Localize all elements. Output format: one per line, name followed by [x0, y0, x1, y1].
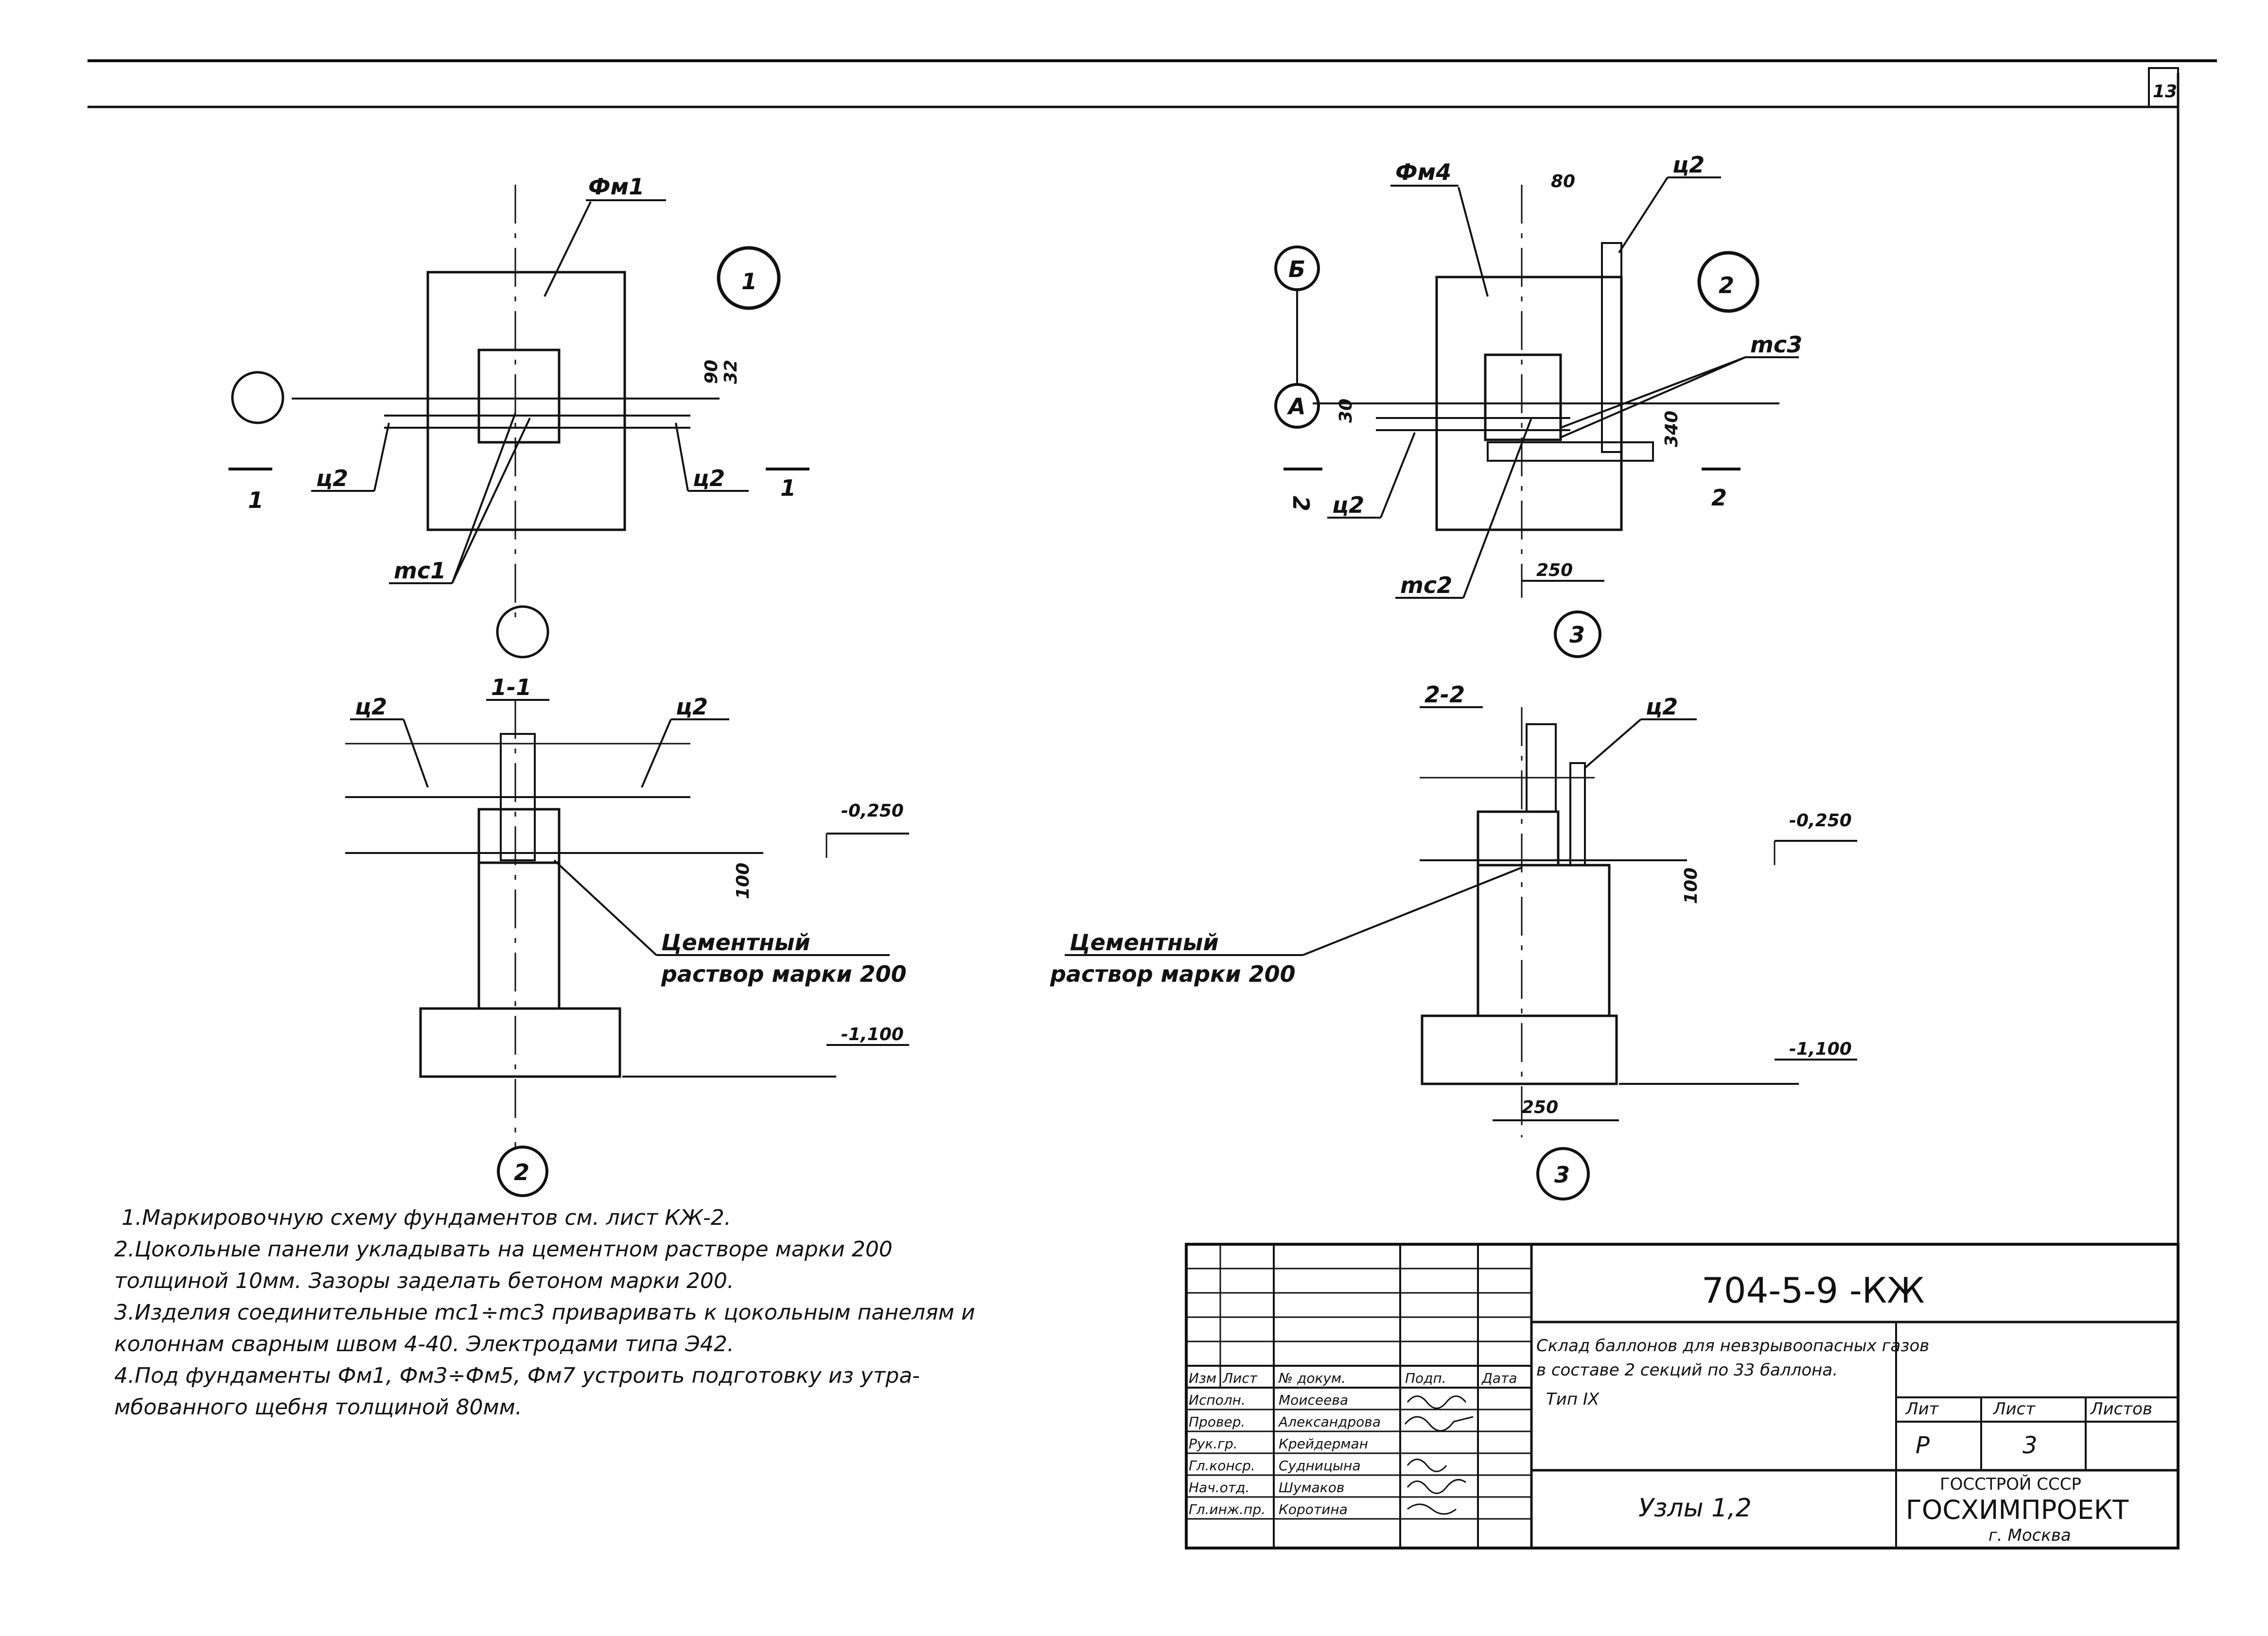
axis-a-label: А	[1287, 393, 1306, 419]
description-line-1: Склад баллонов для невзрывоопасных газов	[1536, 1336, 1929, 1356]
section-1-axis: 2	[514, 1159, 529, 1185]
detail-2-marker: 2	[1719, 272, 1734, 298]
mortar-label-1-line1: Цементный	[661, 929, 810, 956]
section-2-elev-bottom: -1,100	[1789, 1039, 1852, 1059]
note-line-7: мбованного щебня толщиной 80мм.	[114, 1395, 522, 1420]
role-6: Гл.инж.пр.	[1189, 1501, 1266, 1517]
section-2-label: ц2	[1646, 694, 1678, 720]
note-line-2: 2.Цокольные панели укладывать на цементн…	[114, 1237, 893, 1262]
part-label-mc1: mc1	[394, 557, 446, 584]
mortar-label-1-line2: раствор марки 200	[661, 961, 907, 987]
name-5: Шумаков	[1279, 1479, 1344, 1496]
part-label-mc3: mc3	[1750, 331, 1802, 358]
plate-label-fm4: Фм4	[1395, 159, 1451, 185]
sheet-frame: 13	[88, 59, 2217, 1549]
detail-2-label-left: ц2	[1332, 492, 1364, 518]
name-2: Александрова	[1278, 1414, 1381, 1430]
org-line-3: г. Москва	[1988, 1526, 2071, 1545]
col-sheet: Лист	[1992, 1399, 2036, 1419]
detail-1-label-left: ц2	[316, 465, 348, 491]
building-type: Тип IX	[1546, 1390, 1600, 1409]
cut-mark-right: 1	[780, 475, 796, 501]
general-notes: 1.Маркировочную схему фундаментов см. ли…	[114, 1205, 975, 1420]
sheet-title: Узлы 1,2	[1638, 1494, 1752, 1523]
val-sheet: 3	[2022, 1432, 2038, 1459]
name-4: Судницына	[1279, 1458, 1361, 1474]
mortar-label-2-line2: раствор марки 200	[1050, 961, 1296, 987]
section-1-dim: 100	[733, 863, 753, 899]
document-code: 704-5-9 -КЖ	[1702, 1270, 1925, 1311]
section-1-label-left: ц2	[355, 694, 387, 720]
section-1-elev-bottom: -1,100	[841, 1025, 904, 1044]
plate-label-fm1: Фм1	[588, 174, 644, 200]
role-4: Гл.конср.	[1189, 1458, 1255, 1474]
val-lit: Р	[1916, 1432, 1930, 1459]
section-1-elev-top: -0,250	[841, 801, 904, 821]
axis-b-label: Б	[1288, 256, 1305, 282]
section-2-axis: 3	[1554, 1162, 1570, 1188]
name-6: Коротина	[1279, 1501, 1348, 1517]
section-1-title: 1-1	[491, 674, 531, 700]
role-2: Провер.	[1189, 1414, 1245, 1430]
section-2-elev-top: -0,250	[1789, 811, 1852, 831]
section-2-dim-bottom: 250	[1522, 1097, 1558, 1117]
section-1-1: 1-1 ц2 ц2 -0,250 100 -1,100 Цементный ра…	[345, 674, 909, 1197]
col-lit: Лит	[1905, 1399, 1939, 1419]
signature-scribble-2	[1404, 1416, 1474, 1432]
col-sheets: Листов	[2090, 1399, 2152, 1419]
header-izm: Изм	[1189, 1370, 1216, 1386]
description-line-2: в составе 2 секций по 33 баллона.	[1536, 1360, 1838, 1380]
cut-mark-left: 1	[248, 487, 264, 513]
section-1-label-right: ц2	[676, 694, 708, 720]
sheet-corner-number: 13	[2153, 82, 2177, 102]
name-3: Крейдерман	[1279, 1436, 1368, 1452]
detail-1-marker: 1	[741, 268, 757, 295]
detail-2-dim-bottom: 250	[1536, 560, 1573, 580]
signature-scribble-5	[1407, 1503, 1457, 1515]
header-date: Дата	[1481, 1370, 1517, 1386]
header-list: Лист	[1222, 1370, 1258, 1386]
signature-scribble-3	[1407, 1459, 1447, 1472]
part-label-mc2: mc2	[1400, 572, 1452, 598]
detail-1-plan: 1 Фм1 ц2 ц2 mc1 1 1 90 32	[229, 174, 809, 659]
role-1: Исполн.	[1189, 1392, 1246, 1408]
header-doc: № докум.	[1278, 1370, 1346, 1386]
detail-2-dim-left: 30	[1336, 399, 1356, 423]
signature-scribble-4	[1407, 1479, 1466, 1494]
axis-3-label: 3	[1569, 622, 1585, 648]
name-1: Моисеева	[1279, 1392, 1348, 1408]
role-5: Нач.отд.	[1189, 1479, 1249, 1496]
cut-mark-2-right: 2	[1711, 485, 1727, 511]
detail-2-top-label: ц2	[1672, 152, 1705, 178]
detail-2-plan: Б А 3 2 Фм4 80 ц2 mc3 mc2 ц2 30 340 250 …	[1274, 152, 1802, 658]
title-block: 704-5-9 -КЖ Склад баллонов для невзрывоо…	[1185, 1243, 2180, 1549]
signature-scribble-1	[1407, 1395, 1467, 1409]
section-2-dim: 100	[1681, 868, 1701, 904]
detail-1-label-right: ц2	[693, 465, 725, 491]
detail-1-dim-a: 90	[702, 360, 721, 384]
cut-mark-2-left: 2	[1288, 496, 1314, 511]
detail-1-dim-b: 32	[721, 360, 741, 384]
mortar-label-2-line1: Цементный	[1070, 929, 1219, 956]
note-line-4: 3.Изделия соединительные mc1÷mc3 привари…	[114, 1300, 975, 1325]
top-dim-80: 80	[1551, 172, 1575, 191]
note-line-5: колоннам сварным швом 4-40. Электродами …	[114, 1332, 734, 1357]
note-line-1: 1.Маркировочную схему фундаментов см. ли…	[122, 1205, 731, 1230]
header-sign: Подп.	[1405, 1370, 1446, 1386]
note-line-6: 4.Под фундаменты Фм1, Фм3÷Фм5, Фм7 устро…	[114, 1363, 920, 1388]
org-line-2: ГОСХИМПРОЕКТ	[1906, 1495, 2129, 1525]
org-line-1: ГОССТРОЙ СССР	[1940, 1474, 2081, 1494]
section-2-title: 2-2	[1424, 681, 1465, 708]
role-3: Рук.гр.	[1189, 1436, 1238, 1452]
note-line-3: толщиной 10мм. Зазоры заделать бетоном м…	[114, 1269, 734, 1293]
detail-2-dim-right: 340	[1662, 411, 1682, 447]
section-2-2: 2-2 ц2 -0,250 100 -1,100 250 Цементный р…	[1050, 681, 1857, 1201]
